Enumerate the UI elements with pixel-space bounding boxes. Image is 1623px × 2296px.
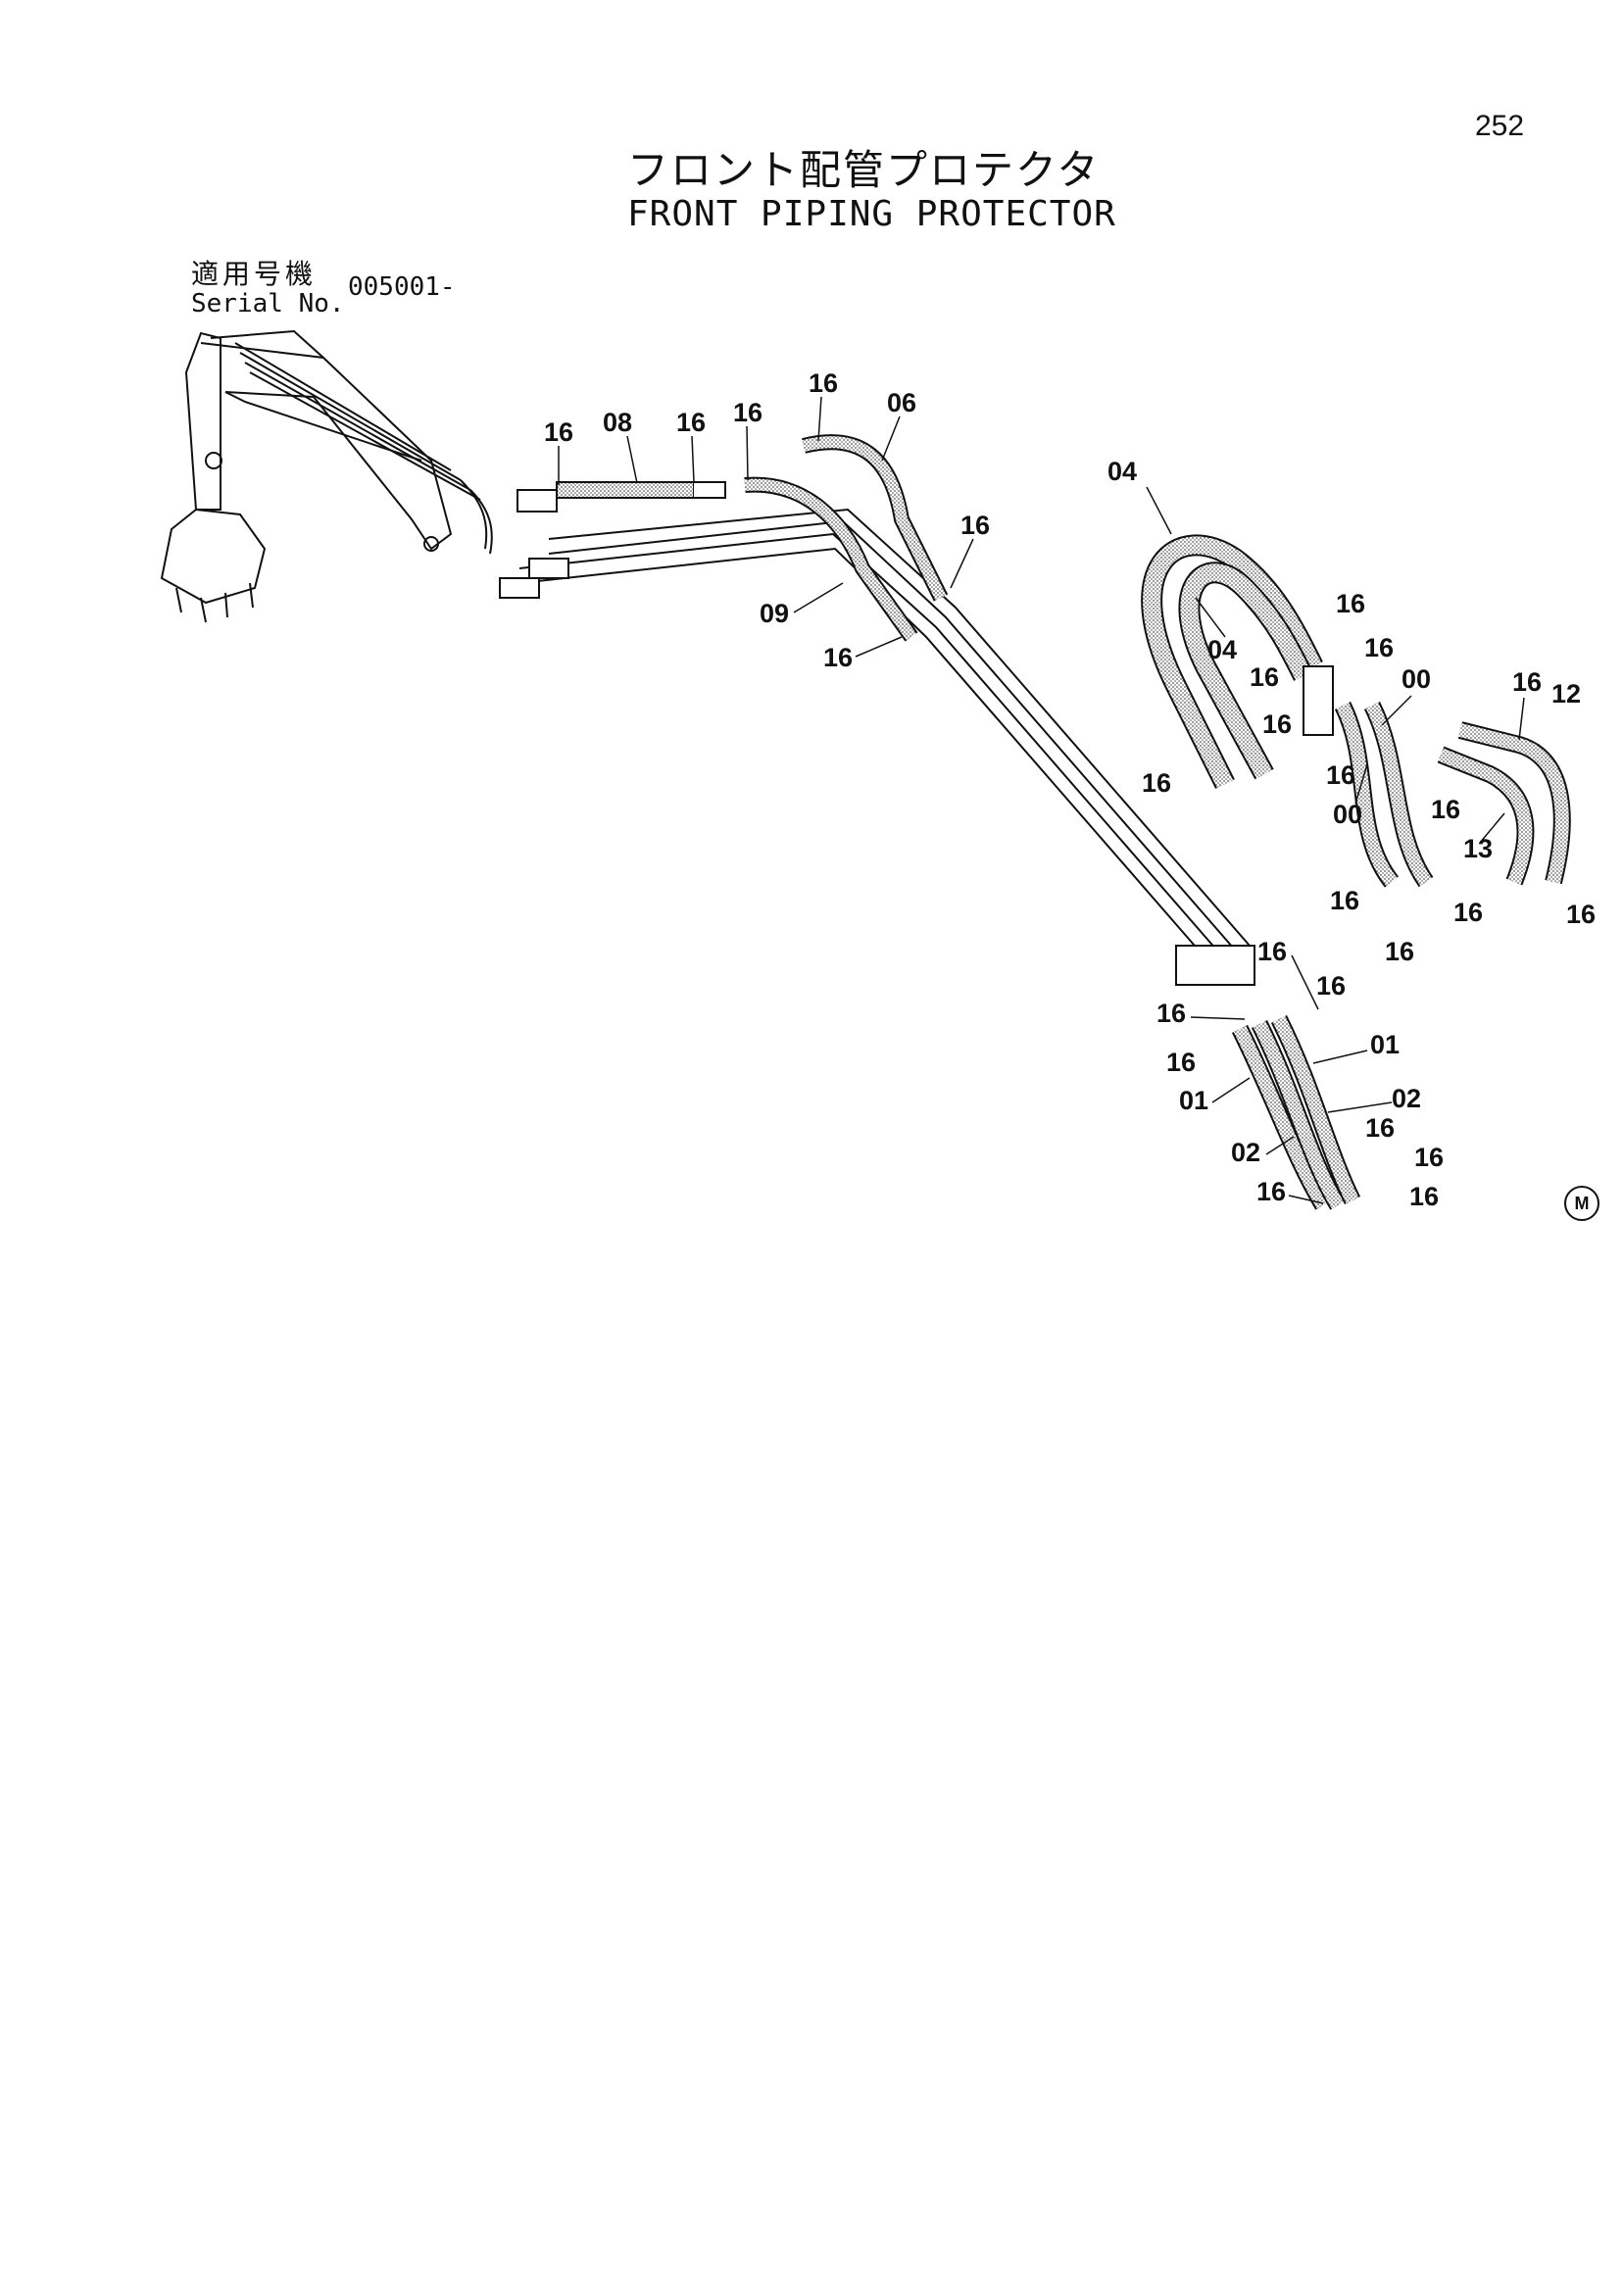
callout-16: 16 <box>960 511 990 540</box>
boom-pipe-group <box>499 434 1255 986</box>
callout-13: 13 <box>1463 834 1493 863</box>
callout-16: 16 <box>1250 662 1279 692</box>
callout-02: 02 <box>1392 1084 1421 1113</box>
leader-lines <box>558 396 1525 1204</box>
callout-16: 16 <box>1142 768 1171 798</box>
callout-12: 12 <box>1551 679 1581 708</box>
callout-16: 16 <box>1156 999 1186 1028</box>
page-title-japanese: フロント配管プロテクタ <box>627 146 1101 194</box>
callout-09: 09 <box>760 599 789 628</box>
hose-01-02-bundle <box>1231 1014 1361 1210</box>
callout-16: 16 <box>1385 937 1414 966</box>
callout-16: 16 <box>733 398 762 427</box>
callout-08: 08 <box>603 408 632 437</box>
callout-06: 06 <box>887 388 916 417</box>
callout-00: 00 <box>1333 800 1362 829</box>
hose-12-13-pair <box>1437 721 1571 886</box>
callout-16: 16 <box>809 368 838 398</box>
callout-16: 16 <box>1453 898 1483 927</box>
callout-01: 01 <box>1370 1030 1400 1059</box>
callout-16: 16 <box>1566 900 1596 929</box>
callout-16: 16 <box>1257 937 1287 966</box>
callout-16: 16 <box>1409 1182 1439 1211</box>
callout-04: 04 <box>1207 635 1237 664</box>
excavator-overview <box>160 329 493 623</box>
callout-16: 16 <box>1166 1048 1196 1077</box>
callout-16: 16 <box>1326 760 1355 790</box>
callout-16: 16 <box>1336 589 1365 618</box>
serial-label-japanese: 適用号機 <box>191 258 318 290</box>
callout-02: 02 <box>1231 1138 1260 1167</box>
callout-labels: 16 08 16 16 16 06 16 09 16 04 04 16 16 1… <box>544 368 1596 1211</box>
callout-16: 16 <box>823 643 853 672</box>
page-title-english: FRONT PIPING PROTECTOR <box>627 194 1116 234</box>
m-mark-symbol: M <box>1564 1186 1599 1221</box>
callout-16: 16 <box>1330 886 1359 915</box>
callout-04: 04 <box>1107 457 1137 486</box>
callout-16: 16 <box>544 417 573 447</box>
callout-01: 01 <box>1179 1086 1208 1115</box>
callout-16: 16 <box>1414 1143 1444 1172</box>
callout-16: 16 <box>1316 971 1346 1001</box>
serial-label-english: Serial No. <box>191 289 345 318</box>
serial-number-value: 005001- <box>348 272 456 302</box>
callout-16: 16 <box>1256 1177 1286 1206</box>
callout-16: 16 <box>676 408 706 437</box>
piping-diagram: 16 08 16 16 16 06 16 09 16 04 04 16 16 1… <box>160 329 1596 1211</box>
callout-16: 16 <box>1431 795 1460 824</box>
callout-16: 16 <box>1262 709 1292 739</box>
hose-00-pair <box>1334 701 1434 888</box>
hose-04-loops <box>1141 534 1334 789</box>
page-number: 252 <box>1475 110 1525 142</box>
callout-00: 00 <box>1402 664 1431 694</box>
callout-16: 16 <box>1364 633 1394 662</box>
callout-16: 16 <box>1512 667 1542 697</box>
callout-16: 16 <box>1365 1113 1395 1143</box>
